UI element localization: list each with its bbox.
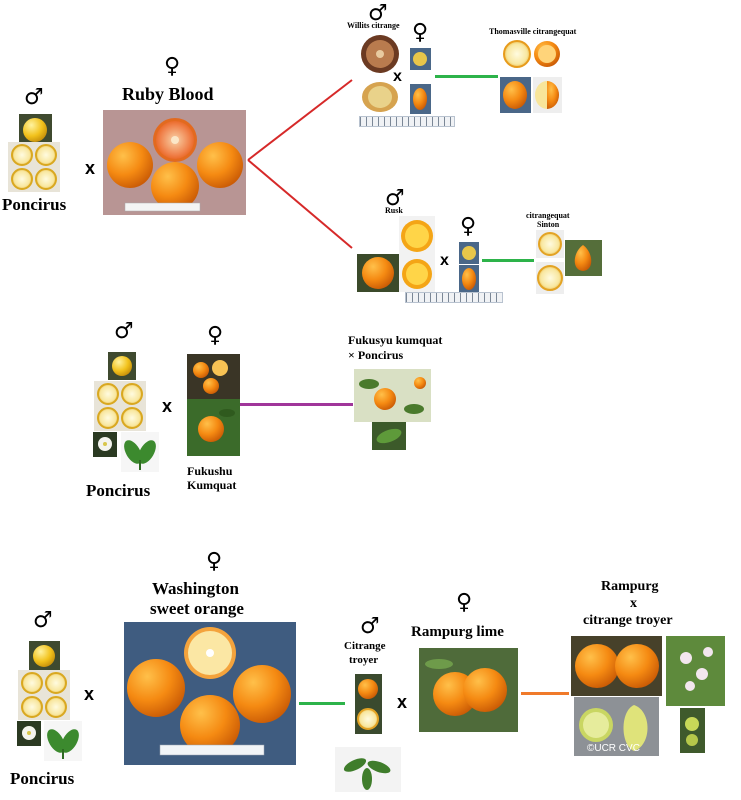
kumquat-photo: [459, 265, 479, 293]
poncirus-label: Poncirus: [10, 769, 75, 788]
male-symbol: ♂: [33, 608, 53, 633]
orange-fruit-photo: [355, 674, 382, 704]
ruler-scale: [359, 116, 455, 127]
willits-label: Willits citrange: [347, 21, 400, 30]
green-connector: [299, 702, 345, 705]
kumquat-photo: [459, 242, 479, 264]
cross-symbol: x: [162, 396, 173, 416]
female-symbol: ♀: [207, 323, 224, 348]
orange-fruit-photo: [19, 114, 52, 145]
rampurg-lime-label: Rampurg lime: [411, 624, 504, 640]
female-symbol: ♀: [164, 54, 181, 79]
orange-connector: [521, 692, 569, 695]
kumquat-label: Kumquat: [187, 478, 237, 492]
sweet-orange-label: sweet orange: [150, 599, 244, 618]
fruit-photo: [680, 708, 705, 753]
ruler-scale: [405, 292, 503, 303]
male-symbol: ♂: [368, 1, 388, 26]
washington-orange-photo: [124, 622, 296, 765]
citrange-label: Citrange: [344, 640, 386, 652]
male-symbol: ♂: [360, 614, 380, 639]
halved-fruit-photo: [536, 262, 564, 294]
male-symbol: ♂: [114, 319, 134, 344]
male-symbol: ♂: [385, 186, 405, 211]
fukusyu-label: Fukusyu kumquat: [348, 333, 443, 347]
leaf-photo: [372, 422, 406, 450]
halved-fruit-photo: [502, 38, 532, 71]
halved-fruit-photo: [8, 142, 60, 192]
rusk-label: Rusk: [385, 206, 403, 215]
kumquat-photo: [187, 399, 240, 456]
kumquat-photo: [410, 48, 431, 70]
orange-fruit-photo: [29, 641, 60, 671]
watermark-text: ©UCR CVC: [587, 743, 640, 754]
orange-fruit-photo: [357, 254, 399, 292]
orange-fruit-photo: [571, 636, 662, 696]
female-symbol: ♀: [206, 549, 223, 574]
citrange-troyer-label: citrange troyer: [583, 613, 673, 628]
male-symbol: ♂: [24, 85, 44, 110]
thomasville-label: Thomasville citrangequat: [489, 27, 577, 36]
halved-fruit-photo: [18, 670, 70, 720]
cross-symbol: x: [397, 692, 408, 712]
washington-label: Washington: [152, 579, 239, 598]
poncirus-label: Poncirus: [2, 195, 67, 214]
halved-fruit-photo: [533, 77, 562, 113]
cross-symbol: x: [440, 252, 449, 269]
orange-fruit-photo: [500, 77, 531, 113]
halved-fruit-photo: [399, 256, 435, 292]
leaf-photo: [121, 432, 159, 472]
flower-photo: [93, 432, 117, 457]
leaf-photo: [335, 747, 401, 792]
cross-symbol: x: [85, 158, 96, 178]
halved-fruit-photo: [94, 381, 146, 431]
flower-photo: [17, 721, 41, 746]
fukushu-label: Fukushu: [187, 464, 233, 478]
troyer-label: troyer: [349, 654, 379, 666]
female-symbol: ♀: [456, 590, 473, 615]
halved-fruit-photo: [359, 33, 401, 75]
sinton-label: Sinton: [537, 220, 560, 229]
halved-fruit-photo: [574, 697, 659, 756]
halved-fruit-photo: [355, 704, 382, 734]
rampurg-x-label: x: [630, 596, 637, 611]
poncirus-cross-label: × Poncirus: [348, 348, 404, 362]
rampurg-lime-photo: [419, 648, 518, 732]
orange-fruit-photo: [565, 240, 602, 276]
green-connector: [482, 259, 534, 262]
hybrid-fruit-photo: [354, 369, 431, 422]
purple-connector: [240, 403, 353, 406]
citrangequat-label: citrangequat: [526, 211, 570, 220]
orange-fruit-photo: [359, 80, 401, 114]
cross-symbol: x: [393, 68, 402, 85]
ruby-blood-photo: [103, 110, 246, 215]
green-connector: [435, 75, 498, 78]
leaf-photo: [44, 721, 82, 761]
halved-fruit-photo: [536, 230, 564, 258]
cross-symbol: x: [84, 684, 95, 704]
red-connector: [247, 79, 353, 249]
kumquat-photo: [410, 84, 431, 114]
ruby-blood-label: Ruby Blood: [122, 84, 214, 104]
kumquat-photo: [187, 354, 240, 399]
poncirus-label: Poncirus: [86, 481, 151, 500]
halved-fruit-photo: [399, 216, 435, 256]
female-symbol: ♀: [460, 214, 477, 239]
flower-photo: [666, 636, 725, 706]
orange-fruit-photo: [108, 352, 136, 380]
female-symbol: ♀: [412, 20, 429, 45]
halved-fruit-photo: [532, 38, 562, 71]
rampurg-label: Rampurg: [601, 579, 659, 594]
